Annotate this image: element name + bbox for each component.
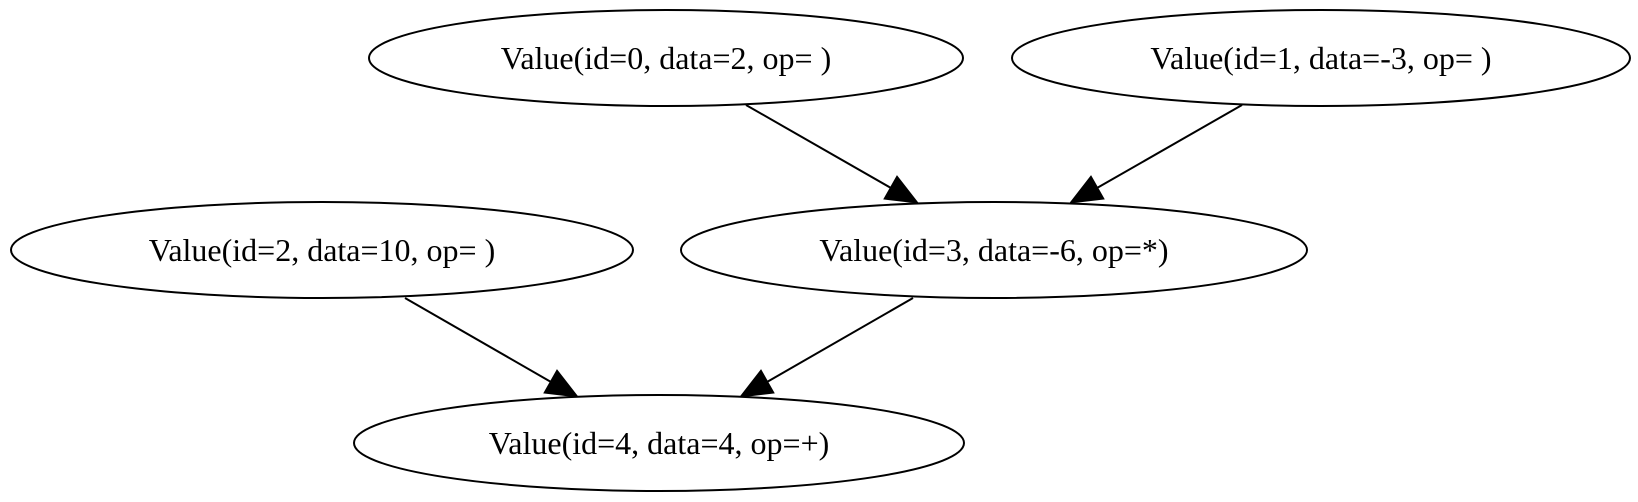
node-label: Value(id=4, data=4, op=+) — [489, 425, 830, 461]
node-ellipse — [1011, 9, 1631, 107]
node-ellipse — [368, 9, 964, 107]
edge-n1-to-n3 — [1068, 104, 1243, 204]
node-label: Value(id=0, data=2, op= ) — [501, 40, 832, 76]
edge-n0-to-n3 — [745, 104, 920, 204]
node-n0: Value(id=0, data=2, op= ) — [368, 9, 964, 107]
edges — [404, 104, 1243, 398]
node-n4: Value(id=4, data=4, op=+) — [353, 394, 965, 492]
edge-n2-to-n4 — [404, 297, 580, 398]
node-label: Value(id=3, data=-6, op=*) — [819, 232, 1168, 268]
node-ellipse — [10, 201, 634, 299]
node-ellipse — [680, 201, 1308, 299]
node-label: Value(id=1, data=-3, op= ) — [1150, 40, 1491, 76]
edge-n3-to-n4 — [738, 297, 914, 398]
node-ellipse — [353, 394, 965, 492]
node-n3: Value(id=3, data=-6, op=*) — [680, 201, 1308, 299]
node-n1: Value(id=1, data=-3, op= ) — [1011, 9, 1631, 107]
node-n2: Value(id=2, data=10, op= ) — [10, 201, 634, 299]
node-label: Value(id=2, data=10, op= ) — [149, 232, 496, 268]
